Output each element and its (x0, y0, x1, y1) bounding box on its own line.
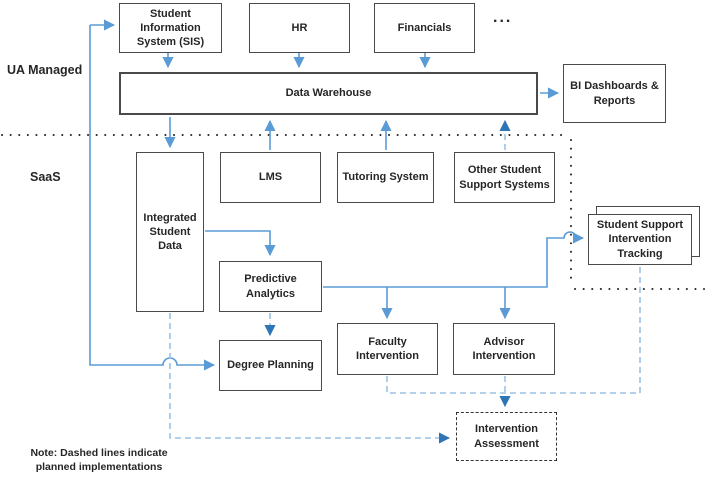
dashed-faculty-to-tracking (386, 267, 641, 394)
node-lms-label: LMS (258, 171, 283, 184)
node-data-warehouse-label: Data Warehouse (285, 87, 372, 100)
more-systems-ellipsis: ... (493, 9, 513, 26)
node-bi-dashboards-label: BI Dashboards & Reports (570, 80, 659, 107)
node-predictive: Predictive Analytics (219, 261, 322, 312)
region-label-saas: SaaS (30, 170, 61, 184)
solid-connectors (89, 19, 585, 371)
diagram-note: Note: Dashed lines indicate planned impl… (30, 447, 168, 474)
arrow-integrated-data-to-predictive (205, 230, 276, 257)
node-bi-dashboards: BI Dashboards & Reports (563, 64, 666, 123)
node-hr-label: HR (291, 21, 308, 34)
node-intervention-assessment: Intervention Assessment (456, 412, 557, 461)
node-lms: LMS (220, 152, 321, 203)
node-sis: Student Information System (SIS) (119, 3, 222, 53)
node-tracking: Student Support Intervention Tracking (588, 214, 692, 265)
node-degree-planning-label: Degree Planning (227, 359, 314, 372)
node-intervention-assessment-label: Intervention Assessment (474, 423, 539, 450)
node-faculty-intervention-label: Faculty Intervention (356, 335, 419, 362)
node-predictive-label: Predictive Analytics (244, 273, 297, 300)
dashed-connectors (169, 119, 641, 444)
node-financials: Financials (374, 3, 475, 53)
dashed-integrated-data-to-assessment (169, 313, 451, 444)
node-faculty-intervention: Faculty Intervention (337, 323, 438, 375)
node-integrated-data-label: Integrated Student Data (143, 211, 197, 253)
node-other-support: Other Student Support Systems (454, 152, 555, 203)
node-tutoring: Tutoring System (337, 152, 434, 203)
node-integrated-data: Integrated Student Data (136, 152, 204, 312)
region-separator-dotted (1, 134, 705, 290)
arrow-left-to-degree-planning (89, 25, 216, 371)
node-financials-label: Financials (397, 21, 452, 34)
region-label-ua-managed: UA Managed (7, 63, 83, 77)
node-tutoring-label: Tutoring System (342, 171, 429, 184)
node-other-support-label: Other Student Support Systems (459, 164, 550, 191)
node-advisor-intervention-label: Advisor Intervention (472, 335, 536, 362)
node-degree-planning: Degree Planning (219, 340, 322, 391)
node-hr: HR (249, 3, 350, 53)
node-advisor-intervention: Advisor Intervention (453, 323, 555, 375)
node-sis-label: Student Information System (SIS) (136, 7, 205, 49)
arrow-predictive-to-tracking (323, 231, 585, 288)
node-data-warehouse: Data Warehouse (119, 72, 538, 115)
node-tracking-label: Student Support Intervention Tracking (596, 219, 684, 260)
